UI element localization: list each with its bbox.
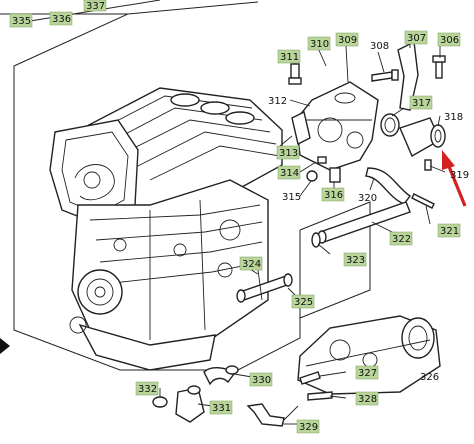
svg-text:314: 314 xyxy=(280,168,299,179)
callout-321: 321 xyxy=(437,223,461,238)
engine-block xyxy=(71,179,269,351)
component-318 xyxy=(399,117,446,157)
callout-317: 317 xyxy=(409,95,433,110)
bolt-321 xyxy=(411,193,435,209)
clip-314 xyxy=(317,156,327,164)
svg-text:321: 321 xyxy=(440,226,459,237)
callout-306: 306 xyxy=(437,32,461,47)
callout-309: 309 xyxy=(335,32,359,47)
o-ring-323 xyxy=(311,232,321,248)
callout-332: 332 xyxy=(135,381,159,396)
callout-335: 335 xyxy=(9,13,33,28)
plug-315 xyxy=(306,170,318,182)
crank-pulley xyxy=(77,269,123,315)
callout-310: 310 xyxy=(307,36,331,51)
callout-330: 330 xyxy=(249,372,273,387)
callout-318: 318 xyxy=(444,112,463,123)
oil-pan xyxy=(78,323,216,371)
sensor-311 xyxy=(288,63,302,85)
callout-311: 311 xyxy=(277,49,301,64)
callout-337: 337 xyxy=(83,0,107,12)
svg-text:309: 309 xyxy=(338,35,357,46)
svg-text:322: 322 xyxy=(392,234,411,245)
svg-text:331: 331 xyxy=(212,403,231,414)
callout-316: 316 xyxy=(321,187,345,202)
callout-324: 324 xyxy=(239,256,263,271)
svg-text:306: 306 xyxy=(440,35,459,46)
ring-332 xyxy=(152,396,168,408)
svg-text:328: 328 xyxy=(358,394,377,405)
thermostat-housing-309 xyxy=(295,81,379,171)
callout-320: 320 xyxy=(358,193,377,204)
callout-325: 325 xyxy=(291,294,315,309)
svg-text:307: 307 xyxy=(407,33,426,44)
ring-330b xyxy=(225,365,239,375)
callout-328: 328 xyxy=(355,391,379,406)
callout-336: 336 xyxy=(49,11,73,26)
svg-text:332: 332 xyxy=(138,384,157,395)
callout-329: 329 xyxy=(296,419,320,434)
screw-306 xyxy=(432,55,446,79)
callout-331: 331 xyxy=(209,400,233,415)
nipple-316 xyxy=(329,167,341,183)
frame-line-top-2 xyxy=(127,1,259,15)
svg-text:310: 310 xyxy=(310,39,329,50)
bolt-327 xyxy=(299,371,321,385)
svg-text:336: 336 xyxy=(52,14,71,25)
callout-307: 307 xyxy=(404,30,428,45)
engine-assembly xyxy=(49,87,283,371)
frame-line-right xyxy=(299,201,371,319)
svg-text:327: 327 xyxy=(358,368,377,379)
svg-text:335: 335 xyxy=(12,16,31,27)
svg-text:317: 317 xyxy=(412,98,431,109)
callout-315: 315 xyxy=(282,192,301,203)
callout-308: 308 xyxy=(370,41,389,52)
callout-322: 322 xyxy=(389,231,413,246)
o-ring-317 xyxy=(380,113,400,137)
callout-323: 323 xyxy=(343,252,367,267)
bolt-308 xyxy=(371,69,399,82)
svg-text:324: 324 xyxy=(242,259,261,270)
callout-319: 319 xyxy=(450,170,469,181)
svg-text:316: 316 xyxy=(324,190,343,201)
callout-312: 312 xyxy=(268,96,287,107)
svg-text:329: 329 xyxy=(299,422,318,433)
callout-313: 313 xyxy=(276,145,300,160)
water-pump-326 xyxy=(297,315,441,395)
pipe-324-325 xyxy=(236,269,293,303)
svg-text:313: 313 xyxy=(279,148,298,159)
edge-arrow-icon xyxy=(0,338,10,354)
bolt-328 xyxy=(307,391,333,401)
gasket-313 xyxy=(291,110,311,146)
callout-326: 326 xyxy=(420,372,439,383)
svg-text:323: 323 xyxy=(346,255,365,266)
bracket-329 xyxy=(246,403,285,427)
svg-text:337: 337 xyxy=(86,1,105,12)
svg-text:311: 311 xyxy=(280,52,299,63)
callout-314: 314 xyxy=(277,165,301,180)
bolt-319 xyxy=(424,159,432,171)
svg-text:330: 330 xyxy=(252,375,271,386)
svg-text:325: 325 xyxy=(294,297,313,308)
highlight-arrow xyxy=(442,150,467,207)
callout-327: 327 xyxy=(355,365,379,380)
